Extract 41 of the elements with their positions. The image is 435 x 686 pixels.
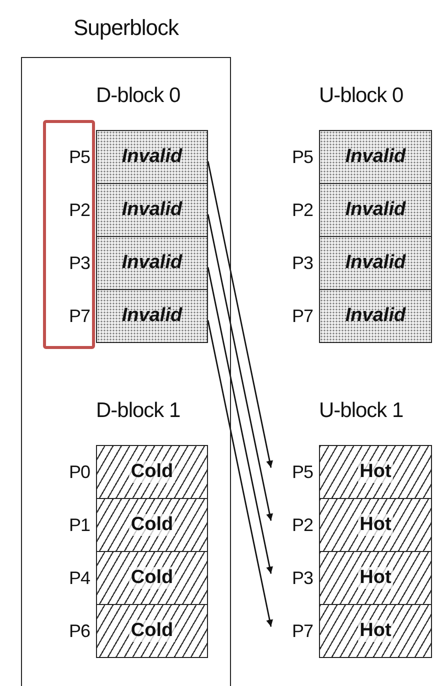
arrow [207,320,274,627]
page-label: P5 [68,146,91,168]
page-label: P3 [290,566,314,590]
page-cell: Invalid [96,289,208,343]
block-title: Superblock [72,15,180,41]
page-cell: Invalid [96,236,208,290]
page-label: P0 [68,460,91,484]
page-cell: Hot [319,498,432,552]
page-label: P7 [290,620,314,642]
page-label: P7 [290,304,314,328]
page-cell: Invalid [319,130,432,184]
block-heading: D-block 0 [96,84,180,108]
page-cell: Invalid [319,289,432,343]
page-cell: Cold [96,498,208,552]
block-heading: D-block 1 [96,399,180,423]
page-label: P5 [290,460,314,484]
page-cell: Invalid [96,183,208,237]
page-label: P3 [290,252,314,274]
arrow [207,214,274,521]
block-heading: U-block 1 [319,399,404,423]
page-cell: Invalid [96,130,208,184]
page-label: P6 [68,620,91,642]
block-heading: U-block 0 [319,84,404,108]
page-cell: Cold [96,604,208,658]
arrow [207,161,274,468]
page-label: P1 [68,514,91,536]
page-cell: Cold [96,551,208,605]
page-cell: Hot [319,445,432,499]
page-cell: Hot [319,551,432,605]
page-cell: Invalid [319,236,432,290]
page-label: P2 [68,198,91,222]
page-label: P7 [68,304,91,328]
page-label: P4 [68,566,91,590]
page-cell: Hot [319,604,432,658]
arrow [207,267,274,574]
page-label: P3 [68,252,91,274]
page-label: P2 [290,198,314,222]
page-label: P2 [290,514,314,536]
page-cell: Invalid [319,183,432,237]
page-cell: Cold [96,445,208,499]
page-label: P5 [290,146,314,168]
